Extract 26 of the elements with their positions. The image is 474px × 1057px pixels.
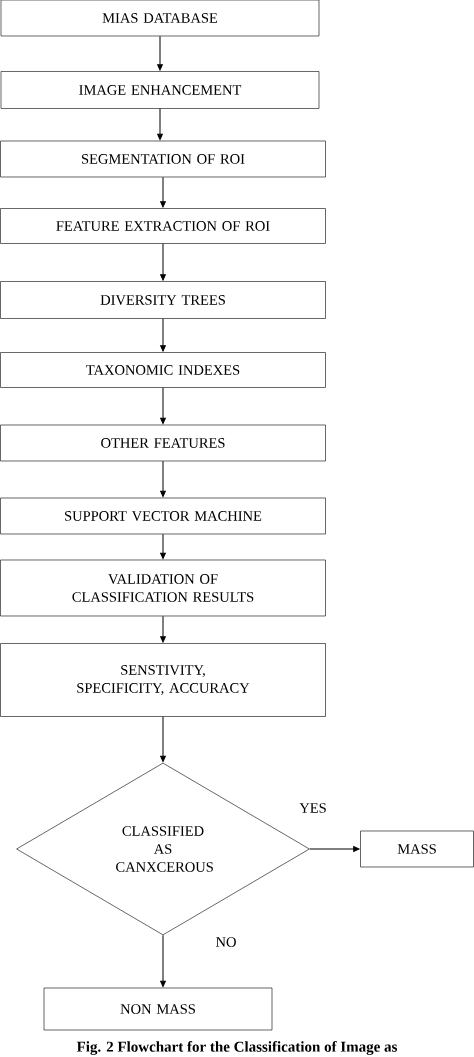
arrow bbox=[160, 176, 166, 208]
arrow bbox=[160, 533, 166, 559]
arrow bbox=[160, 387, 166, 424]
process-box: OTHER FEATURES bbox=[0, 424, 326, 462]
process-box: IMAGE ENHANCEMENT bbox=[0, 71, 320, 109]
arrow bbox=[160, 716, 166, 762]
arrow bbox=[160, 318, 166, 352]
process-box: SUPPORT VECTOR MACHINE bbox=[0, 497, 326, 535]
process-box: FEATURE EXTRACTION OF ROI bbox=[0, 208, 326, 244]
process-box: NON MASS bbox=[43, 987, 273, 1031]
edge-label: NO bbox=[214, 936, 238, 948]
caption: Fig. 2 Flowchart for the Classification of Image as bbox=[76, 1041, 398, 1055]
arrow bbox=[309, 846, 360, 852]
process-box: SENSTIVITY, SPECIFICITY, ACCURACY bbox=[0, 643, 326, 717]
arrow bbox=[160, 460, 166, 497]
process-box: TAXONOMIC INDEXES bbox=[0, 352, 326, 388]
arrow bbox=[160, 934, 166, 987]
process-box: SEGMENTATION OF ROI bbox=[0, 140, 326, 178]
process-box: DIVERSITY TREES bbox=[0, 281, 326, 319]
arrow bbox=[157, 35, 163, 71]
arrow bbox=[160, 615, 166, 643]
process-box: MASS bbox=[360, 830, 474, 868]
process-box: VALIDATION OF CLASSIFICATION RESULTS bbox=[0, 559, 326, 617]
arrow bbox=[160, 243, 166, 281]
arrow bbox=[157, 108, 163, 140]
process-box: MIAS DATABASE bbox=[0, 0, 320, 37]
